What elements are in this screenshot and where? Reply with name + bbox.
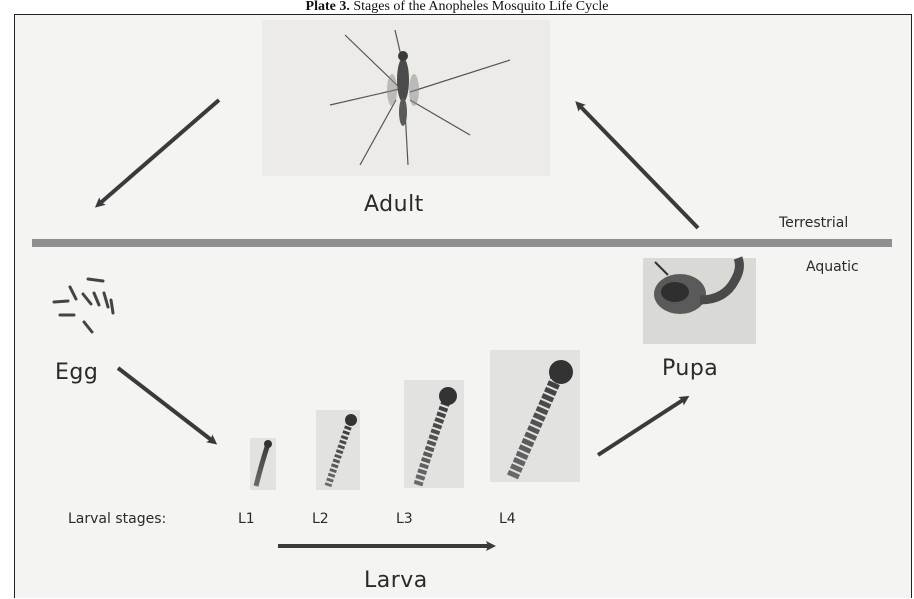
arrow-larva-to-pupa (598, 398, 686, 455)
larval-stages-label: Larval stages: (68, 511, 166, 527)
larva-label: Larva (364, 568, 428, 593)
larva-l4-image (490, 350, 580, 482)
larva-l3-label: L3 (396, 511, 413, 527)
pupa-label: Pupa (662, 356, 718, 381)
larva-l1-label: L1 (238, 511, 255, 527)
pupa-photo (643, 258, 756, 344)
egg-label: Egg (55, 360, 98, 385)
larva-l4-label: L4 (499, 511, 516, 527)
adult-label: Adult (364, 192, 424, 217)
larva-l2-label: L2 (312, 511, 329, 527)
arrow-pupa-to-adult (578, 104, 698, 228)
larva-l3-image (404, 380, 464, 488)
adult-mosquito-photo (262, 20, 550, 176)
habitat-divider (32, 239, 892, 247)
aquatic-label: Aquatic (806, 259, 859, 275)
arrow-egg-to-larva (118, 368, 214, 442)
larva-l1-image (250, 438, 276, 490)
egg-cluster-image (54, 279, 113, 332)
arrow-adult-to-egg (98, 100, 219, 205)
larva-l2-image (316, 410, 360, 490)
terrestrial-label: Terrestrial (779, 215, 848, 231)
